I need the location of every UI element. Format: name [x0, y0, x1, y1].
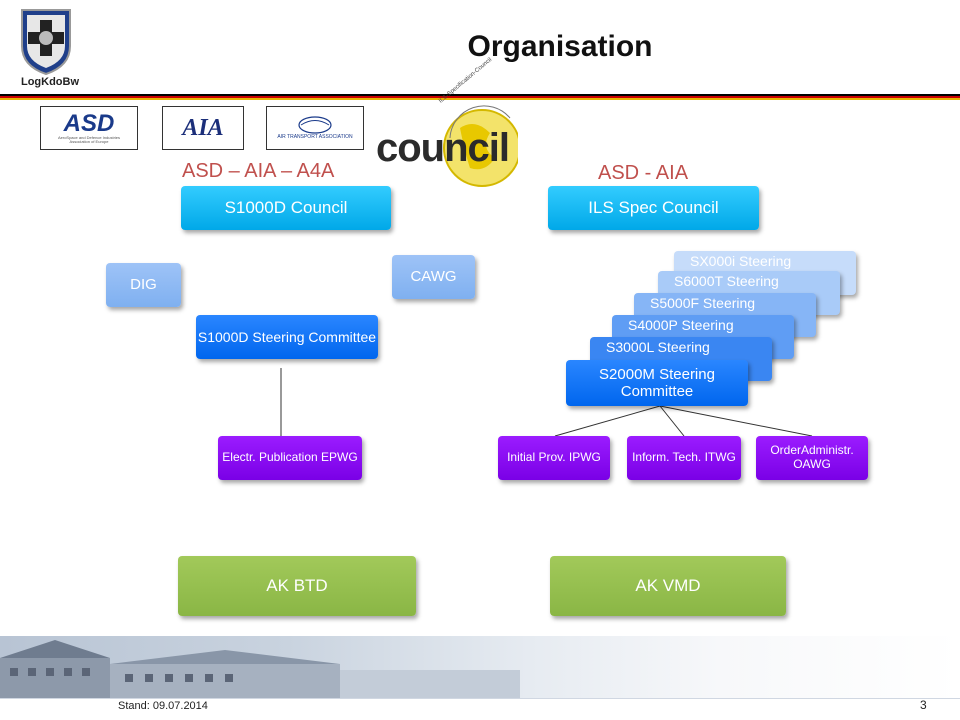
building-photo-strip: [0, 636, 960, 698]
building-image: [0, 640, 520, 698]
itwg-box[interactable]: Inform. Tech. ITWG: [627, 436, 741, 480]
stand-date: Stand: 09.07.2014: [118, 700, 208, 712]
council-logo-text: council: [376, 126, 510, 170]
ils-spec-council-box[interactable]: ILS Spec Council: [548, 186, 759, 230]
ipwg-connector: [554, 405, 661, 437]
oawg-connector: [659, 405, 813, 437]
ak-vmd-box[interactable]: AK VMD: [550, 556, 786, 616]
page-title: Organisation: [467, 30, 653, 63]
ak-btd-box[interactable]: AK BTD: [178, 556, 416, 616]
footer-divider: [0, 698, 960, 699]
s1000d-council-box[interactable]: S1000D Council: [181, 186, 391, 230]
bundeswehr-crest-logo: [18, 6, 74, 76]
asd-logo: ASD AeroSpace and Defence Industries Ass…: [40, 106, 138, 150]
s1000d-steering-committee-box[interactable]: S1000D Steering Committee: [196, 315, 378, 359]
a4a-logo-text: AIR TRANSPORT ASSOCIATION: [277, 134, 353, 140]
ipwg-box[interactable]: Initial Prov. IPWG: [498, 436, 610, 480]
dig-box[interactable]: DIG: [106, 263, 181, 307]
aia-logo-text: AIA: [182, 114, 224, 141]
council-globe-logo: [430, 98, 521, 194]
itwg-connector: [659, 405, 685, 437]
oawg-box[interactable]: OrderAdministr. OAWG: [756, 436, 868, 480]
cawg-box[interactable]: CAWG: [392, 255, 475, 299]
asd-logo-subtitle: AeroSpace and Defence Industries Associa…: [57, 135, 121, 144]
s2000m-steering-committee-box[interactable]: S2000M Steering Committee: [566, 360, 748, 406]
aia-logo: AIA: [162, 106, 244, 150]
a4a-logo: AIR TRANSPORT ASSOCIATION: [266, 106, 364, 150]
a4a-globe-icon: [298, 116, 332, 134]
right-group-label: ASD - AIA: [598, 162, 689, 184]
asd-logo-text: ASD: [63, 110, 115, 137]
left-group-label: ASD – AIA – A4A: [182, 160, 335, 182]
epwg-box[interactable]: Electr. Publication EPWG: [218, 436, 362, 480]
page-number: 3: [920, 698, 927, 712]
org-label: LogKdoBw: [20, 76, 80, 88]
flag-divider: [0, 94, 960, 100]
